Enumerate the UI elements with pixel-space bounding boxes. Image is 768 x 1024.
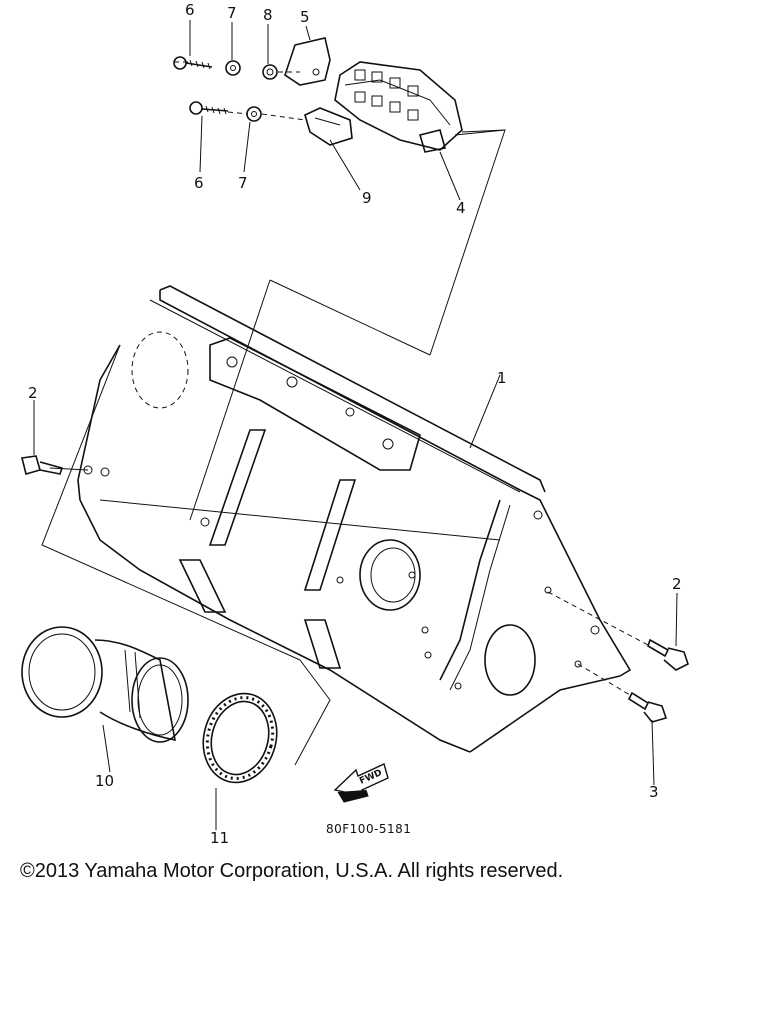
washer-part-bottom [246, 106, 262, 122]
screw-part-bottom [189, 101, 229, 115]
fwd-arrow-icon: FWD [333, 763, 389, 803]
resistor-block-part [334, 61, 463, 153]
bolt-part-right-lower [627, 691, 668, 723]
parts-diagram: FWD 6 7 8 5 6 7 9 4 1 2 2 3 10 11 80F100… [21, 1, 689, 847]
callout-6-bottom: 6 [194, 174, 204, 192]
plate-part [284, 37, 331, 86]
callout-8: 8 [263, 6, 273, 24]
air-joint-part [21, 626, 189, 743]
callout-6-top: 6 [185, 1, 195, 19]
callout-7-bottom: 7 [238, 174, 248, 192]
main-panel-part [77, 285, 632, 753]
callout-10: 10 [95, 772, 114, 790]
drawing-code: 80F100-5181 [326, 822, 411, 836]
bolt-part-right-upper [647, 638, 689, 671]
o-ring-part [202, 692, 278, 784]
nut-part [262, 64, 278, 80]
callout-11: 11 [210, 829, 229, 847]
callout-2-left: 2 [28, 384, 38, 402]
leader-lines [33, 20, 678, 830]
bolt-part-left [21, 455, 64, 475]
screw-part-top [173, 56, 213, 70]
washer-part-top [225, 60, 241, 76]
callout-1: 1 [497, 369, 507, 387]
callout-3: 3 [649, 783, 659, 801]
callout-2-right: 2 [672, 575, 682, 593]
callout-7-top: 7 [227, 4, 237, 22]
callout-9: 9 [362, 189, 372, 207]
copyright-notice: ©2013 Yamaha Motor Corporation, U.S.A. A… [20, 860, 564, 882]
callout-4: 4 [456, 199, 466, 217]
callout-5: 5 [300, 8, 310, 26]
clamp-part [304, 107, 353, 146]
